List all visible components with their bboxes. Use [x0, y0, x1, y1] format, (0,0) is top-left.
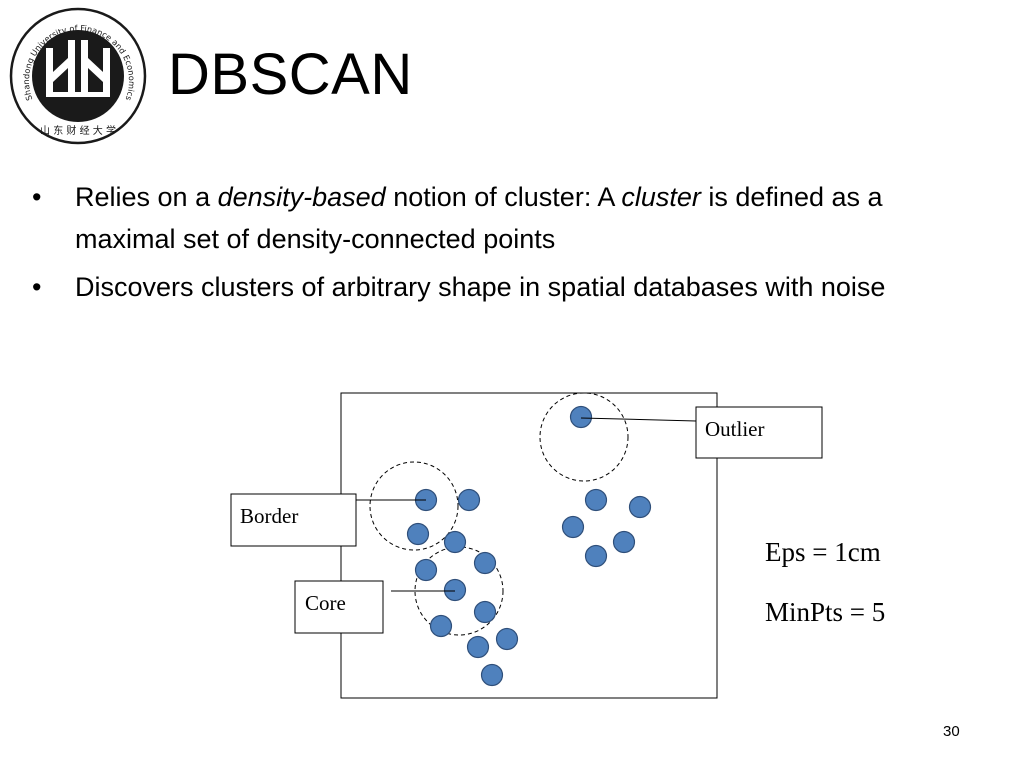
- data-point: [473, 600, 497, 624]
- minpts-parameter: MinPts = 5: [765, 597, 886, 627]
- university-logo: Shandong University of Finance and Econo…: [9, 7, 147, 145]
- data-point: [561, 515, 585, 539]
- bullet-text-italic: cluster: [621, 182, 701, 212]
- data-point: [480, 663, 504, 687]
- core-eps-circle: [414, 546, 504, 636]
- page-number: 30: [943, 723, 960, 740]
- border-callout-box: [230, 493, 357, 547]
- border-eps-circle: [369, 461, 459, 551]
- bullet-text: Relies on a: [75, 182, 218, 212]
- data-point: [443, 578, 467, 602]
- bullet-list: • Relies on a density-based notion of cl…: [30, 176, 990, 314]
- data-point: [406, 522, 430, 546]
- bullet-text: Discovers clusters of arbitrary shape in…: [75, 272, 886, 302]
- eps-parameter: Eps = 1cm: [765, 537, 881, 567]
- border-label: Border: [240, 504, 298, 528]
- data-point: [612, 530, 636, 554]
- data-point: [495, 627, 519, 651]
- bullet-item: • Relies on a density-based notion of cl…: [30, 176, 990, 260]
- data-point: [473, 551, 497, 575]
- data-point: [584, 544, 608, 568]
- core-callout-box: [294, 580, 384, 634]
- outlier-point: [569, 405, 593, 429]
- data-point: [628, 495, 652, 519]
- data-point: [466, 635, 490, 659]
- data-point: [584, 488, 608, 512]
- bullet-marker: •: [32, 272, 42, 302]
- outlier-label: Outlier: [705, 417, 764, 441]
- bullet-marker: •: [32, 182, 42, 212]
- bullet-text: is defined as a maximal set of density-c…: [75, 182, 883, 254]
- outlier-callout-box: [695, 406, 823, 459]
- data-space-frame: [340, 392, 718, 699]
- data-point: [414, 558, 438, 582]
- slide-title: DBSCAN: [168, 42, 413, 107]
- outlier-leader-line: [580, 417, 697, 422]
- data-points: [406, 405, 652, 687]
- data-point: [429, 614, 453, 638]
- logo-emblem-icon: [46, 40, 110, 97]
- core-label: Core: [305, 591, 346, 615]
- logo-bottom-text: 山 东 财 经 大 学: [40, 124, 116, 137]
- bullet-item: • Discovers clusters of arbitrary shape …: [30, 266, 990, 308]
- data-point: [443, 530, 467, 554]
- outlier-eps-circle: [539, 392, 629, 482]
- bullet-text: notion of cluster: A: [385, 182, 622, 212]
- bullet-text-italic: density-based: [217, 182, 386, 212]
- data-point: [457, 488, 481, 512]
